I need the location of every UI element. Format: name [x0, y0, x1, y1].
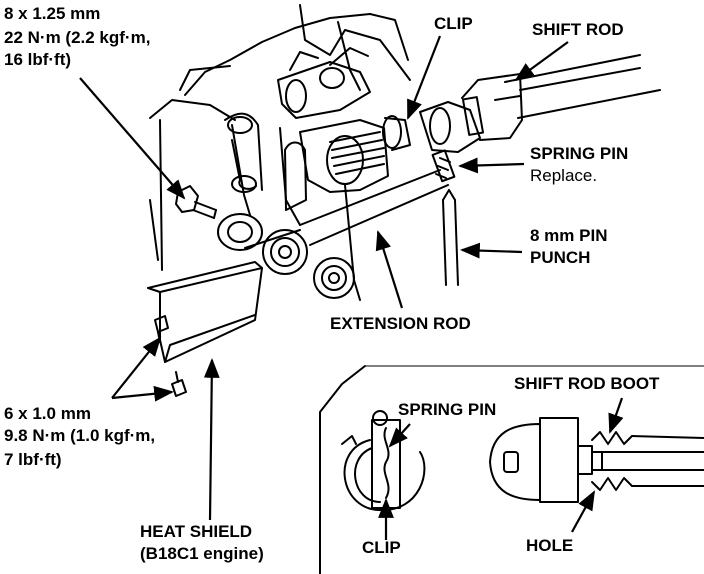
spring-pin-label: SPRING PIN — [530, 144, 629, 163]
arrow-lower-bolt-b — [111, 385, 174, 402]
heat-shield-part — [147, 261, 263, 363]
inset-boot-detail — [489, 417, 704, 503]
lower-bolt-torque-2: 7 lbf·ft) — [4, 450, 62, 469]
arrow-spring-pin-inset — [388, 423, 411, 448]
upper-bolt-torque-1: 22 N·m (2.2 kgf·m, — [4, 28, 151, 47]
shift-rod — [504, 54, 661, 119]
arrow-upper-bolt — [79, 77, 186, 200]
spring-pin-inset-label: SPRING PIN — [398, 400, 497, 419]
upper-bolt — [175, 185, 217, 219]
arrow-extension-rod — [375, 230, 404, 309]
shift-rod-joint — [419, 73, 523, 153]
pin-punch-label-1: 8 mm PIN — [530, 226, 608, 245]
hole-label: HOLE — [526, 536, 574, 555]
spring-pin-part — [431, 149, 456, 183]
pin-punch-tool — [442, 189, 459, 286]
upper-bolt-size: 8 x 1.25 mm — [4, 4, 101, 23]
bushing-set — [217, 213, 355, 299]
heat-shield-label-2: (B18C1 engine) — [140, 544, 264, 563]
leader-arrows — [79, 35, 624, 540]
heat-shield-label-1: HEAT SHIELD — [140, 522, 253, 541]
lower-bolt-size: 6 x 1.0 mm — [4, 404, 91, 423]
arrow-pin-punch — [460, 242, 523, 259]
upper-bolt-torque-2: 16 lbf·ft) — [4, 50, 72, 69]
arrow-clip-top — [406, 35, 442, 120]
clip-top-label: CLIP — [434, 14, 473, 33]
shift-rod-boot-label: SHIFT ROD BOOT — [514, 374, 660, 393]
shift-shaft-assembly — [284, 119, 389, 211]
clip-part — [382, 115, 411, 151]
pin-punch-label-2: PUNCH — [530, 248, 591, 267]
arrow-heat-shield — [203, 358, 220, 521]
shift-rod-label: SHIFT ROD — [532, 20, 624, 39]
clip-bottom-label: CLIP — [362, 538, 401, 557]
inset-clip-detail — [341, 410, 426, 512]
selector-linkage — [224, 47, 371, 193]
arrow-spring-pin — [458, 157, 525, 174]
lower-bolt-torque-1: 9.8 N·m (1.0 kgf·m, — [4, 426, 156, 445]
arrow-lower-bolt-a — [111, 336, 162, 399]
arrow-hole — [571, 490, 595, 533]
replace-note: Replace. — [530, 166, 598, 185]
arrow-shift-rod — [514, 41, 569, 82]
extension-rod-label: EXTENSION ROD — [330, 314, 471, 333]
inset-frame — [319, 365, 704, 574]
arrow-shift-rod-boot — [608, 397, 624, 434]
